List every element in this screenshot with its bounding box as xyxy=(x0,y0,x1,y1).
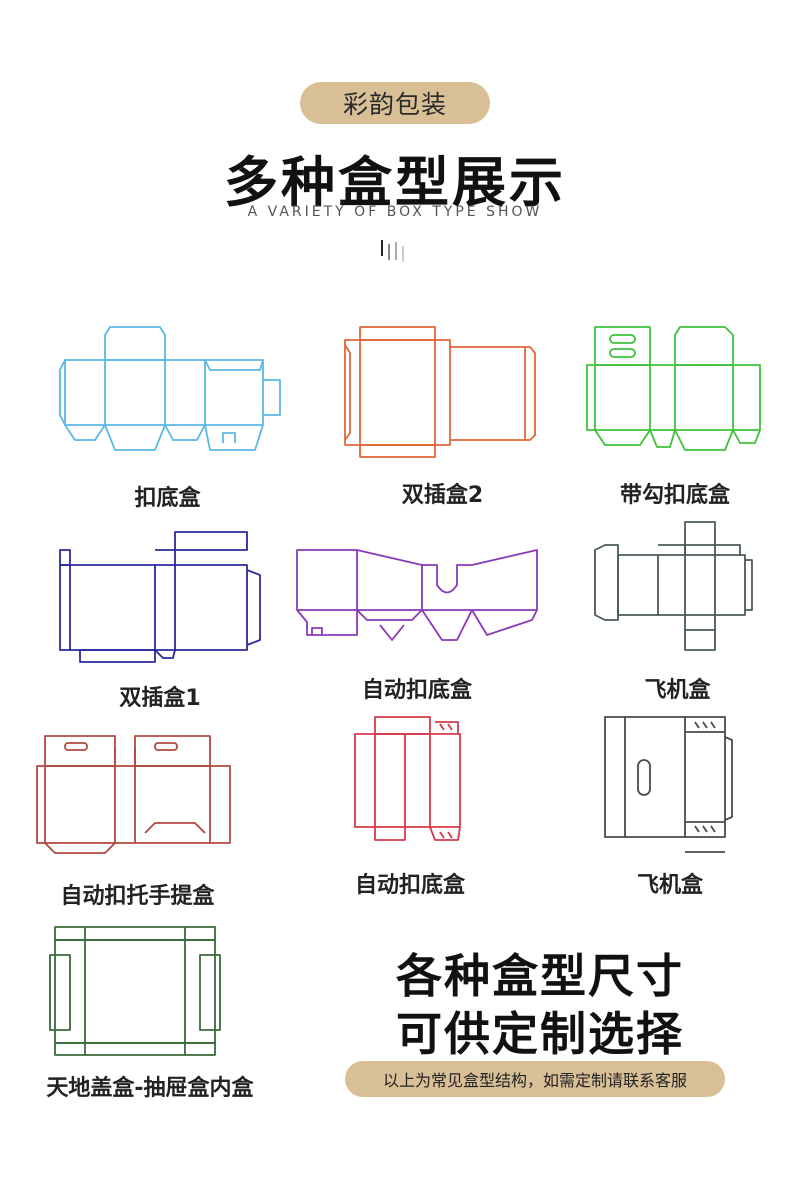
lid-base-drawer-box-diagram-icon xyxy=(49,926,221,1056)
double-tuck-box-diagram-icon xyxy=(59,531,261,663)
box-card-10: 天地盖盒-抽屉盒内盒 xyxy=(30,925,270,1105)
page-subtitle: A VARIETY OF BOX TYPE SHOW xyxy=(247,204,543,220)
box-card-5: 自动扣底盒 xyxy=(292,540,542,710)
box-card-8: 自动扣底盒 xyxy=(340,712,480,912)
box-card-2: 双插盒2 xyxy=(340,325,545,525)
box-label: 双插盒2 xyxy=(401,483,484,508)
decorative-bars-icon xyxy=(381,240,404,262)
box-card-3: 带勾扣底盒 xyxy=(585,325,765,525)
hook-buckle-bottom-box-diagram-icon xyxy=(586,326,761,451)
auto-lock-bottom-box-diagram-icon xyxy=(354,716,461,841)
box-card-9: 飞机盒 xyxy=(600,712,740,912)
box-label: 自动扣底盒 xyxy=(354,873,465,898)
box-label: 天地盖盒-抽屉盒内盒 xyxy=(46,1076,254,1101)
promo-line-1: 各种盒型尺寸 xyxy=(396,949,684,1003)
contact-note-text: 以上为常见盒型结构，如需定制请联系客服 xyxy=(382,1071,687,1090)
box-label: 飞机盒 xyxy=(644,678,711,703)
box-label: 带勾扣底盒 xyxy=(619,483,730,508)
box-card-7: 自动扣托手提盒 xyxy=(35,728,240,913)
auto-lock-handle-box-diagram-icon xyxy=(36,735,231,854)
box-label: 自动扣托手提盒 xyxy=(60,884,215,909)
airplane-box-diagram-icon xyxy=(604,716,733,853)
brand-badge: 彩韵包装 xyxy=(300,82,490,124)
box-label: 飞机盒 xyxy=(636,873,703,898)
box-label: 双插盒1 xyxy=(119,686,201,711)
box-label: 扣底盒 xyxy=(134,486,201,511)
promo-line-2: 可供定制选择 xyxy=(396,1007,684,1061)
page-title: 多种盒型展示 xyxy=(224,151,566,214)
auto-lock-bottom-box-diagram-icon xyxy=(296,549,538,641)
airplane-box-diagram-icon xyxy=(594,521,753,651)
box-card-6: 飞机盒 xyxy=(590,520,765,710)
contact-note-badge: 以上为常见盒型结构，如需定制请联系客服 xyxy=(345,1061,725,1097)
buckle-bottom-box-diagram-icon xyxy=(59,326,281,451)
box-card-4: 双插盒1 xyxy=(55,530,265,715)
brand-badge-text: 彩韵包装 xyxy=(342,90,447,119)
double-tuck-box-diagram-icon xyxy=(344,326,536,458)
box-card-1: 扣底盒 xyxy=(55,325,281,525)
box-label: 自动扣底盒 xyxy=(361,678,472,703)
